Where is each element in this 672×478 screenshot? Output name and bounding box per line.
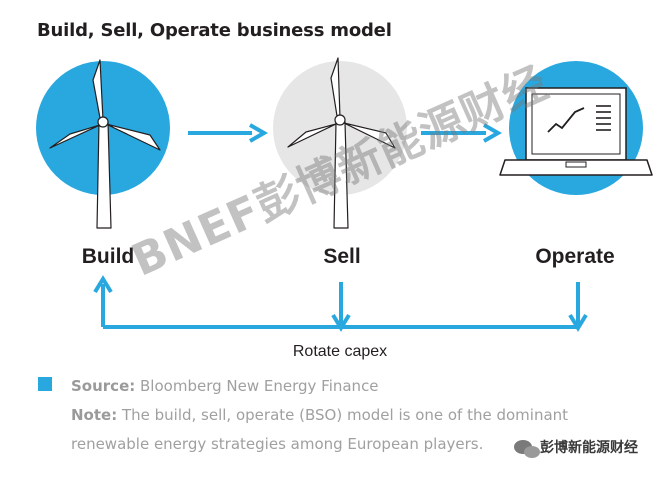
sell-label: Sell — [323, 245, 361, 268]
arrow-sell-to-operate — [421, 123, 503, 143]
laptop-chart-icon — [499, 87, 653, 176]
note-label: Note: — [71, 406, 118, 424]
arrow-build-to-sell — [188, 123, 269, 143]
rotate-capex-label: Rotate capex — [292, 343, 388, 360]
diagram-title: Build, Sell, Operate business model — [37, 20, 392, 41]
note-line: Note: The build, sell, operate (BSO) mod… — [71, 401, 631, 459]
source-text: Bloomberg New Energy Finance — [135, 377, 379, 395]
wechat-handle: 彭博新能源财经 — [540, 440, 638, 456]
legend-swatch — [38, 377, 52, 391]
rotate-capex-loop — [93, 275, 588, 332]
wind-turbine-icon — [287, 57, 396, 229]
source-label: Source: — [71, 377, 136, 395]
operate-stage-graphic — [499, 61, 653, 195]
build-label: Build — [81, 245, 135, 268]
operate-label: Operate — [535, 245, 615, 268]
wechat-attribution: 彭博新能源财经 — [512, 437, 638, 457]
wind-turbine-icon — [49, 59, 161, 229]
build-stage-graphic — [36, 59, 170, 229]
wechat-logo-spacer — [512, 439, 534, 455]
sell-stage-graphic — [273, 57, 407, 229]
notes: Source: Bloomberg New Energy Finance Not… — [71, 372, 631, 459]
source-line: Source: Bloomberg New Energy Finance — [71, 372, 631, 401]
note-text: The build, sell, operate (BSO) model is … — [71, 406, 569, 453]
wechat-icon — [514, 440, 540, 458]
